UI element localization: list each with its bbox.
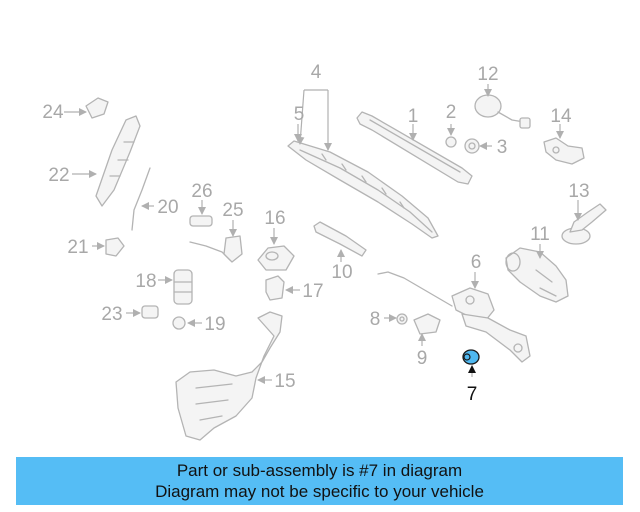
callout-12: 12 — [477, 64, 498, 85]
callout-1: 1 — [408, 106, 419, 127]
callout-10: 10 — [331, 262, 352, 283]
part-18-pump-motor — [173, 269, 193, 305]
part-wiper-blade — [287, 140, 439, 239]
banner-disclaimer: Diagram may not be specific to your vehi… — [155, 482, 484, 501]
callout-3: 3 — [497, 137, 508, 158]
part-wiper-arm — [356, 111, 473, 185]
part-2-grommet — [445, 136, 457, 148]
part-15-washer-reservoir — [175, 311, 283, 441]
part-8-nut — [396, 313, 408, 325]
callout-7[interactable]: 7 — [467, 384, 478, 405]
info-banner: Part or sub-assembly is #7 in diagram Di… — [16, 457, 623, 505]
parts-diagram: 1 2 3 4 5 6 7 8 9 10 11 12 13 14 15 16 1… — [42, 62, 607, 441]
callout-26: 26 — [191, 181, 212, 202]
callout-6: 6 — [471, 252, 482, 273]
callout-17: 17 — [302, 281, 323, 302]
part-16-pump-bracket — [257, 245, 295, 271]
part-24-sensor — [85, 97, 109, 119]
callout-14: 14 — [550, 106, 572, 127]
part-23-hose-fitting — [141, 305, 159, 319]
callout-5: 5 — [294, 104, 305, 125]
callout-13: 13 — [568, 181, 589, 202]
part-26-clip — [189, 215, 213, 227]
part-20-hose — [131, 167, 151, 231]
part-10-linkage-rod — [313, 221, 367, 257]
part-22-nozzle-bar — [95, 115, 141, 207]
callout-21: 21 — [67, 237, 88, 258]
part-6-linkage — [377, 271, 531, 363]
part-7-bushing — [462, 349, 480, 365]
part-11-wiper-motor — [505, 247, 569, 303]
banner-part-message: Part or sub-assembly is #7 in diagram — [176, 461, 463, 480]
callout-22: 22 — [48, 165, 69, 186]
part-3-cap — [464, 138, 480, 154]
callout-19: 19 — [204, 314, 225, 335]
callout-9: 9 — [417, 348, 428, 369]
leader-lines — [64, 84, 582, 384]
callout-23: 23 — [101, 304, 122, 325]
callout-16: 16 — [264, 208, 285, 229]
callout-24: 24 — [42, 102, 64, 123]
part-12-motor-cap — [474, 94, 531, 129]
part-21-connector — [105, 237, 125, 257]
callout-18: 18 — [135, 271, 156, 292]
callout-11: 11 — [530, 224, 550, 245]
part-25-hose-connector — [189, 235, 243, 263]
callout-2: 2 — [446, 102, 457, 123]
part-9-clip — [413, 313, 441, 335]
callout-25: 25 — [222, 200, 243, 221]
part-17-pump — [265, 275, 285, 301]
callout-4: 4 — [311, 62, 322, 83]
part-13-washer-cap — [561, 203, 607, 245]
callout-8: 8 — [370, 309, 381, 330]
part-19-grommet — [172, 316, 186, 330]
callout-15: 15 — [274, 371, 295, 392]
part-14-bracket — [543, 137, 585, 165]
callout-20: 20 — [157, 197, 178, 218]
